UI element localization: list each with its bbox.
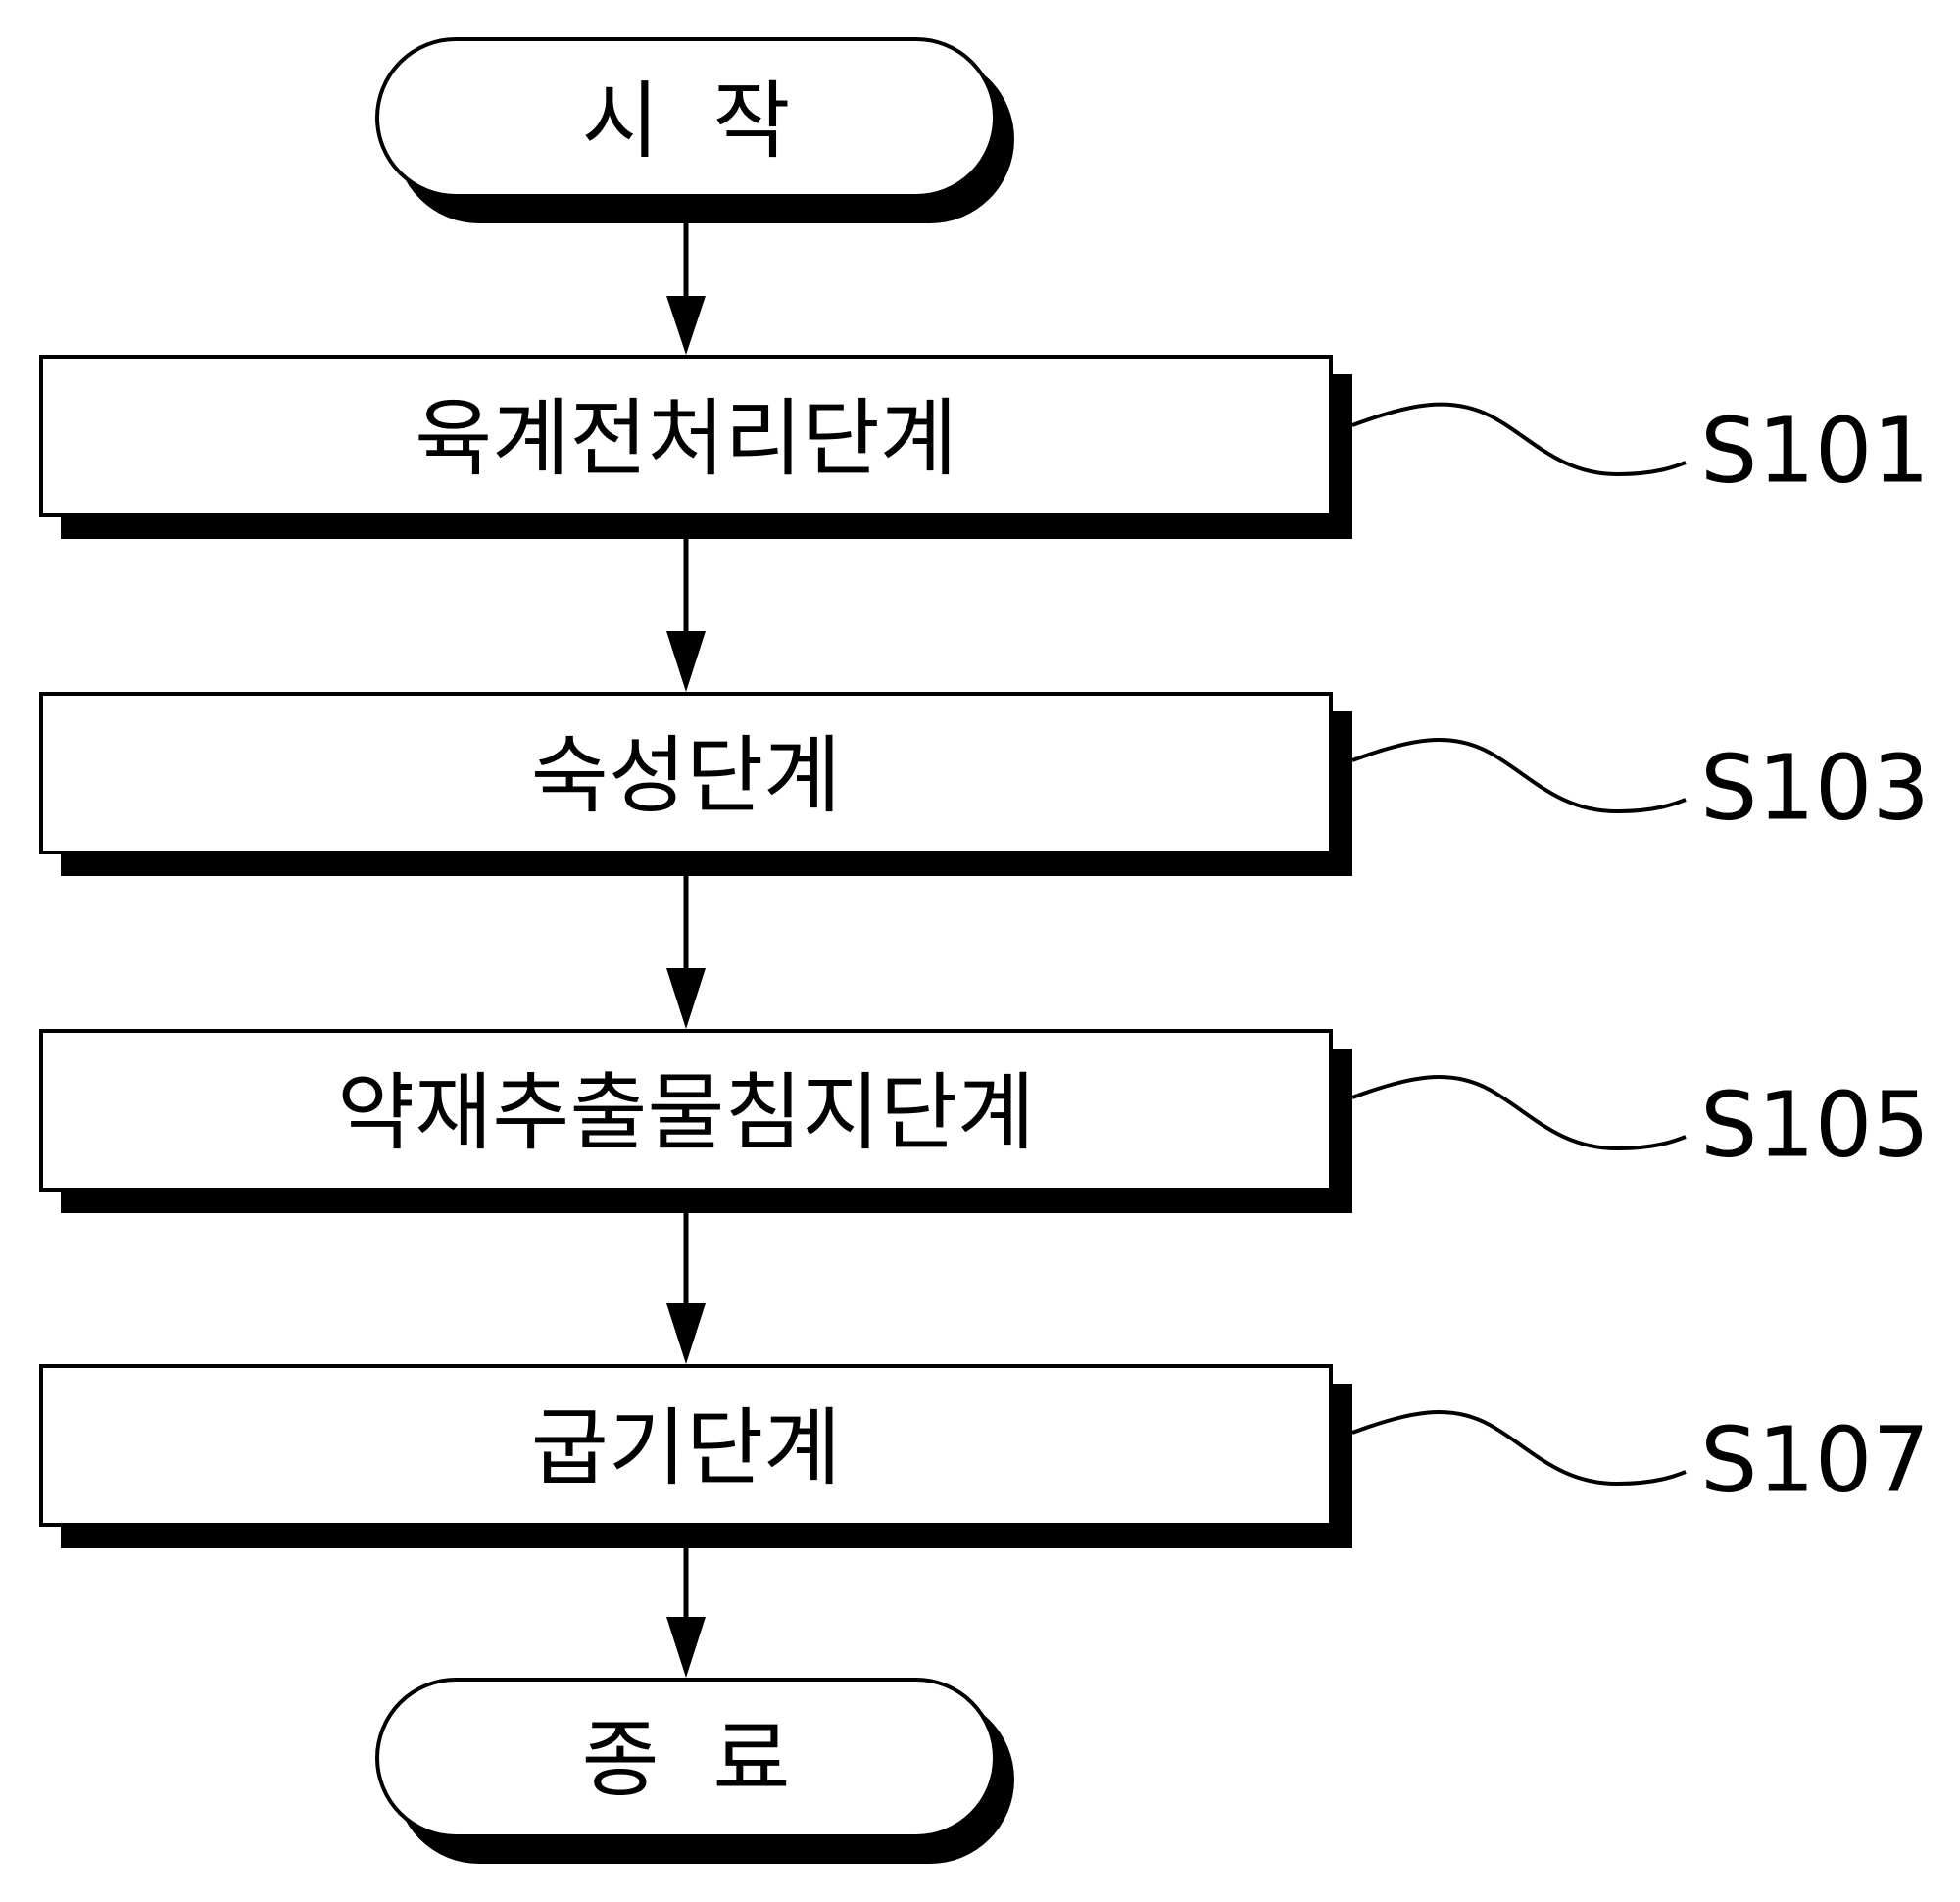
process-box-s101: 육계전처리단계 [39,355,1352,539]
start-terminator-label: 시 작 [582,73,791,171]
leader-line-s101 [1351,402,1687,477]
process-box-s107: 굽기단계 [39,1364,1352,1548]
end-terminator-label: 종 료 [582,1711,791,1809]
flow-arrow-s107-to-end [666,1548,706,1678]
process-box-s103: 숙성단계 [39,692,1352,876]
process-box-s103-outline [39,692,1333,854]
flow-arrow-start-to-s101 [666,223,706,355]
leader-line-s105 [1351,1075,1687,1151]
process-box-s105-label: 약재추출물침지단계 [337,1064,1035,1162]
step-id-callout-s105: S105 [1351,1073,1930,1178]
start-terminator-outline [375,37,997,198]
step-id-callout-s103: S103 [1351,736,1930,841]
flow-arrow-s103-to-s105 [666,876,706,1029]
step-id-s107: S107 [1700,1408,1930,1513]
step-id-callout-s107: S107 [1351,1408,1930,1513]
flow-arrow-s101-to-s103 [666,539,706,692]
process-box-s107-outline [39,1364,1333,1527]
flow-arrow-s105-to-s107 [666,1213,706,1364]
step-id-s105: S105 [1700,1073,1930,1178]
process-box-s101-outline [39,355,1333,517]
end-terminator-outline [375,1678,997,1838]
step-id-s101: S101 [1700,399,1930,504]
process-box-s103-label: 숙성단계 [531,727,841,825]
process-box-s105-outline [39,1029,1333,1192]
step-id-callout-s101: S101 [1351,399,1930,504]
start-terminator: 시 작 [375,37,1014,223]
end-terminator: 종 료 [375,1678,1014,1864]
process-box-s107-label: 굽기단계 [531,1399,841,1497]
leader-line-s107 [1351,1410,1687,1487]
leader-line-s103 [1351,738,1687,814]
step-id-s103: S103 [1700,736,1930,841]
process-box-s105: 약재추출물침지단계 [39,1029,1352,1213]
process-box-s101-label: 육계전처리단계 [415,390,957,488]
